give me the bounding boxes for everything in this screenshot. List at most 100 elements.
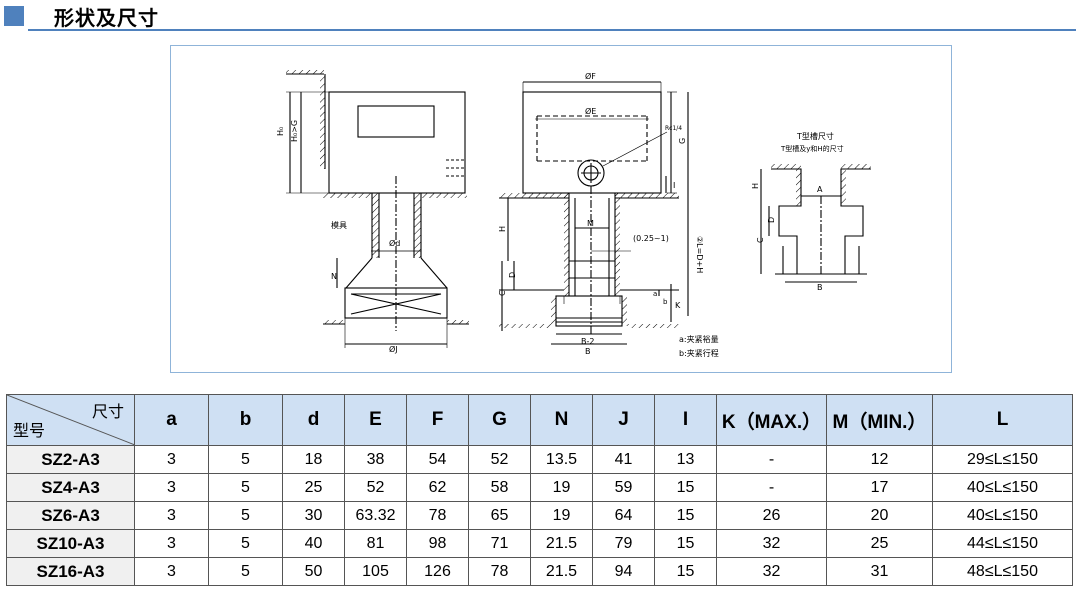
cell-e: 38 xyxy=(344,445,407,474)
cell-f: 62 xyxy=(406,473,469,502)
label-rc: Rc1/4 xyxy=(665,125,682,132)
corner-diagonal xyxy=(7,395,135,445)
t-label-b: B xyxy=(817,283,823,292)
cell-l: 48≤L≤150 xyxy=(932,557,1073,586)
note-b: b:夹紧行程 xyxy=(679,348,719,358)
cell-a: 3 xyxy=(134,445,209,474)
cell-k: - xyxy=(716,473,827,502)
label-m: M xyxy=(587,219,594,228)
label-k: K xyxy=(675,301,681,310)
cell-n: 13.5 xyxy=(530,445,593,474)
cell-n: 19 xyxy=(530,473,593,502)
t-label-a: A xyxy=(817,185,823,194)
cell-f: 126 xyxy=(406,557,469,586)
table-row: SZ10-A3 3 5 40 81 98 71 21.5 79 15 32 25… xyxy=(6,529,1073,558)
t-label-d: D xyxy=(767,217,776,223)
cell-k: 26 xyxy=(716,501,827,530)
cell-d: 25 xyxy=(282,473,345,502)
table-row: SZ4-A3 3 5 25 52 62 58 19 59 15 - 17 40≤… xyxy=(6,473,1073,502)
label-h: H xyxy=(498,226,507,232)
col-header-e: E xyxy=(344,394,407,446)
label-clearance: (0.25~1) xyxy=(633,234,669,243)
note-a: a:夹紧裕量 xyxy=(679,334,719,344)
table-row: SZ6-A3 3 5 30 63.32 78 65 19 64 15 26 20… xyxy=(6,501,1073,530)
section-header: 形状及尺寸 xyxy=(0,0,1076,32)
cell-m: 31 xyxy=(826,557,933,586)
col-header-l: L xyxy=(932,394,1073,446)
label-mold: 模具 xyxy=(331,220,347,230)
cell-f: 54 xyxy=(406,445,469,474)
cell-f: 78 xyxy=(406,501,469,530)
label-b-small: b xyxy=(663,298,668,306)
cell-e: 105 xyxy=(344,557,407,586)
cell-e: 63.32 xyxy=(344,501,407,530)
t-label-c: C xyxy=(756,237,765,243)
section-marker xyxy=(4,6,24,26)
cell-a: 3 xyxy=(134,473,209,502)
table-header-row: 尺寸 型号 a b d E F G N J I K（MAX.） M（MIN.） … xyxy=(6,394,1073,446)
label-b: B xyxy=(585,347,591,356)
cell-j: 64 xyxy=(592,501,655,530)
left-view xyxy=(286,70,469,348)
label-g: G xyxy=(678,138,687,144)
technical-drawing: H₀ H₀>G 模具 Ød N ØJ ØF ØE Rc1/4 G I H M (… xyxy=(170,45,952,373)
cell-k: 32 xyxy=(716,557,827,586)
label-phi-j: ØJ xyxy=(389,344,398,354)
cell-l: 40≤L≤150 xyxy=(932,473,1073,502)
cell-g: 58 xyxy=(468,473,531,502)
cell-m: 12 xyxy=(826,445,933,474)
cell-i: 15 xyxy=(654,501,717,530)
col-header-n: N xyxy=(530,394,593,446)
label-b-minus-2: B-2 xyxy=(581,337,594,346)
model-cell: SZ10-A3 xyxy=(6,529,135,558)
cell-l: 44≤L≤150 xyxy=(932,529,1073,558)
t-slot-view xyxy=(760,164,871,283)
label-d: D xyxy=(508,272,517,278)
cell-n: 21.5 xyxy=(530,529,593,558)
cell-b: 5 xyxy=(208,473,283,502)
col-header-d: d xyxy=(282,394,345,446)
cell-d: 40 xyxy=(282,529,345,558)
cell-j: 41 xyxy=(592,445,655,474)
cell-b: 5 xyxy=(208,557,283,586)
label-h0: H₀ xyxy=(276,127,285,136)
label-h0g: H₀>G xyxy=(290,120,299,142)
label-i: I xyxy=(673,181,675,190)
cell-b: 5 xyxy=(208,501,283,530)
cell-a: 3 xyxy=(134,557,209,586)
cell-a: 3 xyxy=(134,501,209,530)
label-n: N xyxy=(331,272,337,281)
model-cell: SZ6-A3 xyxy=(6,501,135,530)
corner-bottom-label: 型号 xyxy=(13,423,46,440)
cell-j: 59 xyxy=(592,473,655,502)
t-slot-subtitle: T型槽及y和H的尺寸 xyxy=(780,144,844,153)
label-l-formula: ②L=D+H xyxy=(695,236,704,273)
section-title: 形状及尺寸 xyxy=(54,6,159,30)
label-c: C xyxy=(498,290,507,296)
cell-g: 71 xyxy=(468,529,531,558)
col-header-a: a xyxy=(134,394,209,446)
corner-header: 尺寸 型号 xyxy=(6,394,135,446)
cell-d: 50 xyxy=(282,557,345,586)
cell-m: 17 xyxy=(826,473,933,502)
cell-g: 78 xyxy=(468,557,531,586)
cell-g: 65 xyxy=(468,501,531,530)
cell-m: 20 xyxy=(826,501,933,530)
cell-m: 25 xyxy=(826,529,933,558)
t-label-h: H xyxy=(751,183,760,189)
label-phi-e: ØE xyxy=(585,106,596,116)
label-a-small: a xyxy=(653,290,657,298)
spec-table: 尺寸 型号 a b d E F G N J I K（MAX.） M（MIN.） … xyxy=(6,394,1073,586)
cell-j: 79 xyxy=(592,529,655,558)
model-cell: SZ4-A3 xyxy=(6,473,135,502)
cell-l: 40≤L≤150 xyxy=(932,501,1073,530)
cell-k: 32 xyxy=(716,529,827,558)
model-cell: SZ2-A3 xyxy=(6,445,135,474)
t-slot-title: T型槽尺寸 xyxy=(796,131,834,141)
cell-a: 3 xyxy=(134,529,209,558)
cell-k: - xyxy=(716,445,827,474)
cell-f: 98 xyxy=(406,529,469,558)
middle-view xyxy=(499,81,689,345)
cell-b: 5 xyxy=(208,445,283,474)
cell-e: 52 xyxy=(344,473,407,502)
